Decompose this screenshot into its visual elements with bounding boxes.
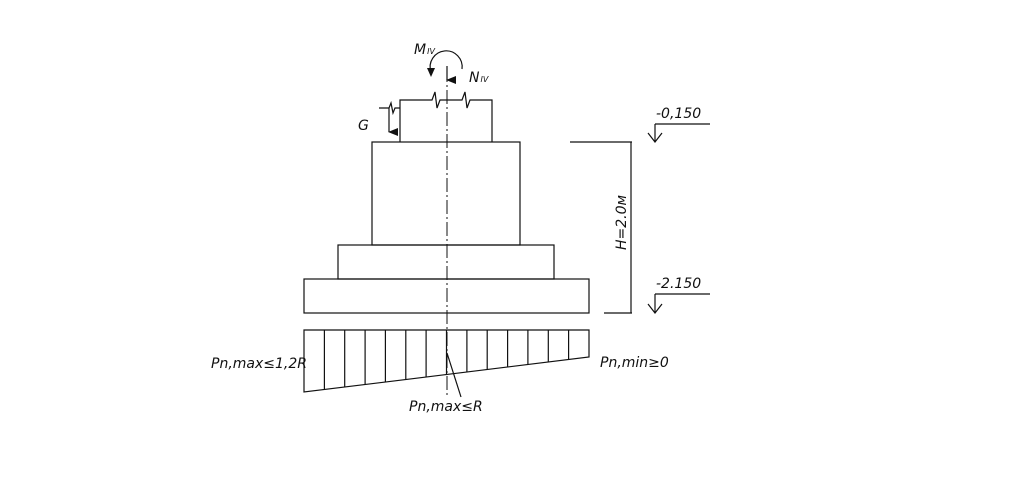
pedestal — [371, 141, 521, 246]
column-stub — [399, 91, 493, 142]
pressure-diagram — [303, 329, 590, 398]
bottom-level-mark — [647, 293, 710, 314]
height-dimension — [570, 141, 632, 314]
weight-arrow — [379, 100, 400, 136]
middle-step — [337, 244, 555, 280]
top-level-mark — [647, 123, 710, 143]
weight-label: G — [358, 118, 369, 134]
moment-arrow — [427, 50, 463, 77]
moment-label: MIV — [414, 42, 435, 58]
bottom-level-label: -2.150 — [656, 276, 701, 292]
p-min-label: Pn,min≥0 — [600, 355, 669, 371]
p-max-mid-label: Pn,max≤R — [409, 399, 483, 415]
height-label: H=2.0м — [614, 194, 630, 250]
normal-label: NIV — [469, 70, 489, 86]
p-max-edge-label: Pn,max≤1,2R — [211, 356, 307, 372]
top-level-label: -0,150 — [656, 106, 701, 122]
